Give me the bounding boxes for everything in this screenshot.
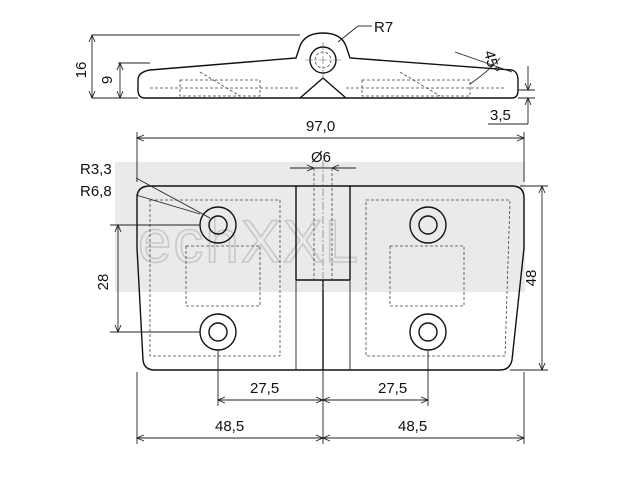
dim-9: 9 (99, 76, 116, 84)
hole-bottom-right (409, 313, 447, 351)
dim-48-5-right: 48,5 (398, 418, 427, 435)
dim-3-5: 3,5 (490, 107, 511, 124)
watermark-text: echXXL (138, 208, 360, 275)
dim-r3-3: R3,3 (80, 161, 112, 178)
dim-48: 48 (523, 270, 540, 287)
dim-45-deg: 45° (480, 49, 502, 75)
watermark: echXXL (115, 162, 525, 292)
dim-r7: R7 (374, 19, 393, 36)
dim-27-5-right: 27,5 (378, 380, 407, 397)
dim-48-5-left: 48,5 (215, 418, 244, 435)
side-view: 16 9 R7 45° 3,5 (73, 19, 535, 125)
dim-28: 28 (95, 274, 112, 291)
hole-bottom-left (199, 313, 237, 351)
dim-r6-8: R6,8 (80, 183, 112, 200)
hole-top-right (409, 206, 447, 244)
dim-16: 16 (73, 62, 90, 79)
top-view: Ø6 R3,3 R6,8 (80, 118, 548, 444)
dim-97-0: 97,0 (306, 118, 335, 135)
dim-dia-6: Ø6 (311, 149, 331, 166)
dim-27-5-left: 27,5 (250, 380, 279, 397)
